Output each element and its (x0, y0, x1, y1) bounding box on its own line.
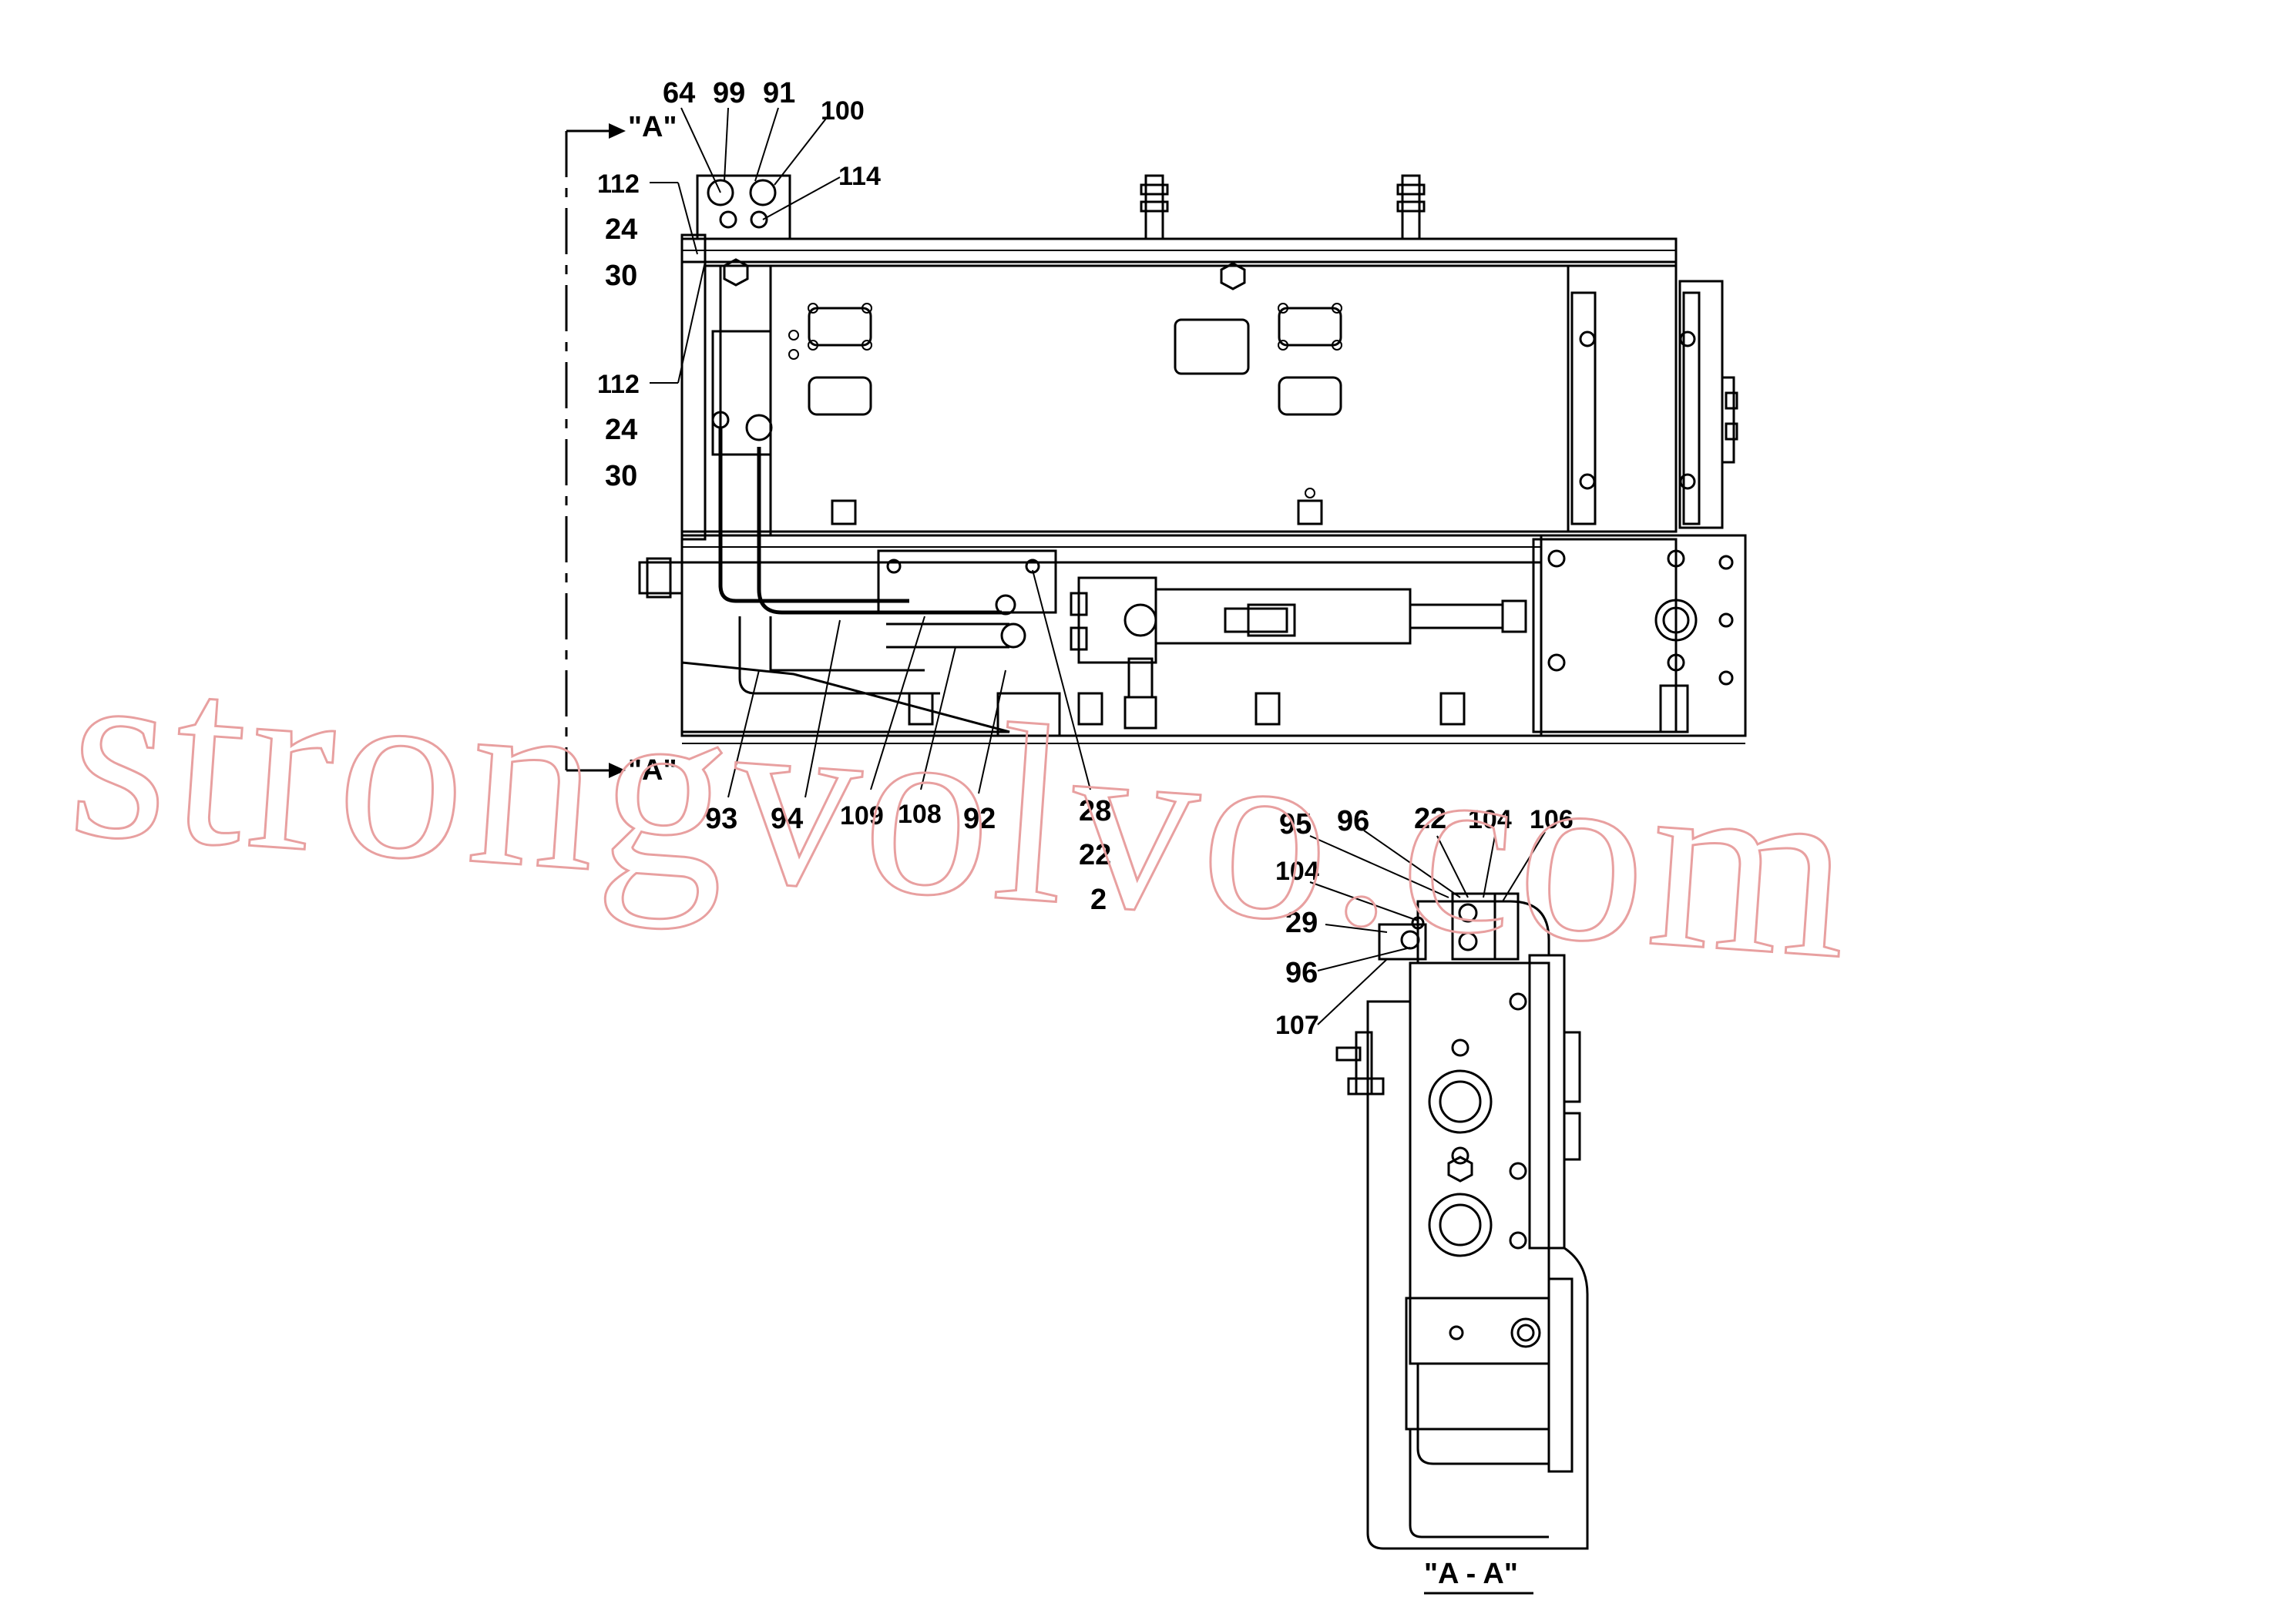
watermark: strongvolvo.com (62, 607, 1862, 1012)
label-22-section: 22 (1414, 803, 1446, 835)
label-96: 96 (1337, 805, 1369, 837)
label-104-top: 104 (1468, 805, 1512, 834)
label-99: 99 (713, 77, 745, 109)
label-112-bottom: 112 (597, 370, 640, 399)
section-leader-lines (1309, 830, 1546, 1025)
label-96-lower: 96 (1285, 957, 1318, 989)
label-30-bottom: 30 (605, 460, 637, 492)
section-mark-bottom: "A" (628, 754, 677, 787)
hydraulic-cylinder (1070, 576, 1527, 730)
section-view-labels: 95 96 22 104 106 104 29 96 107 (1275, 803, 1574, 1040)
section-view-title: "A - A" (1424, 1558, 1518, 1590)
bottom-clips (908, 684, 1689, 733)
top-posts (1140, 174, 1426, 240)
label-95: 95 (1279, 808, 1312, 841)
label-30-top: 30 (605, 260, 637, 292)
section-mark-top: "A" (628, 111, 677, 143)
label-92: 92 (963, 803, 996, 835)
label-22: 22 (1079, 839, 1111, 871)
label-64: 64 (663, 77, 695, 109)
label-28: 28 (1079, 795, 1111, 827)
label-29: 29 (1285, 907, 1318, 939)
section-view: 95 96 22 104 106 104 29 96 107 "A - A" (1275, 803, 1589, 1595)
label-2: 2 (1090, 884, 1107, 916)
label-24-bottom: 24 (605, 414, 637, 446)
section-cut-line (565, 123, 626, 778)
label-108: 108 (898, 800, 942, 829)
label-106: 106 (1530, 805, 1574, 834)
leader-lines (650, 107, 1091, 798)
pipes (711, 411, 1026, 695)
main-view-labels: 64 99 91 100 114 112 24 30 112 24 30 93 … (597, 77, 1111, 916)
label-109: 109 (840, 801, 884, 830)
label-24-top: 24 (605, 213, 637, 246)
label-94: 94 (771, 803, 803, 835)
label-104-bottom: 104 (1275, 857, 1319, 886)
label-91: 91 (763, 77, 795, 109)
rubber-mounts (808, 303, 1342, 416)
flanges (1428, 992, 1527, 1257)
label-112-top: 112 (597, 169, 640, 199)
main-view: 64 99 91 100 114 112 24 30 112 24 30 93 … (565, 77, 1747, 916)
label-93: 93 (705, 803, 737, 835)
label-107: 107 (1275, 1011, 1319, 1040)
clamp-assembly (696, 174, 791, 240)
label-100: 100 (821, 96, 865, 126)
label-114: 114 (838, 162, 881, 191)
